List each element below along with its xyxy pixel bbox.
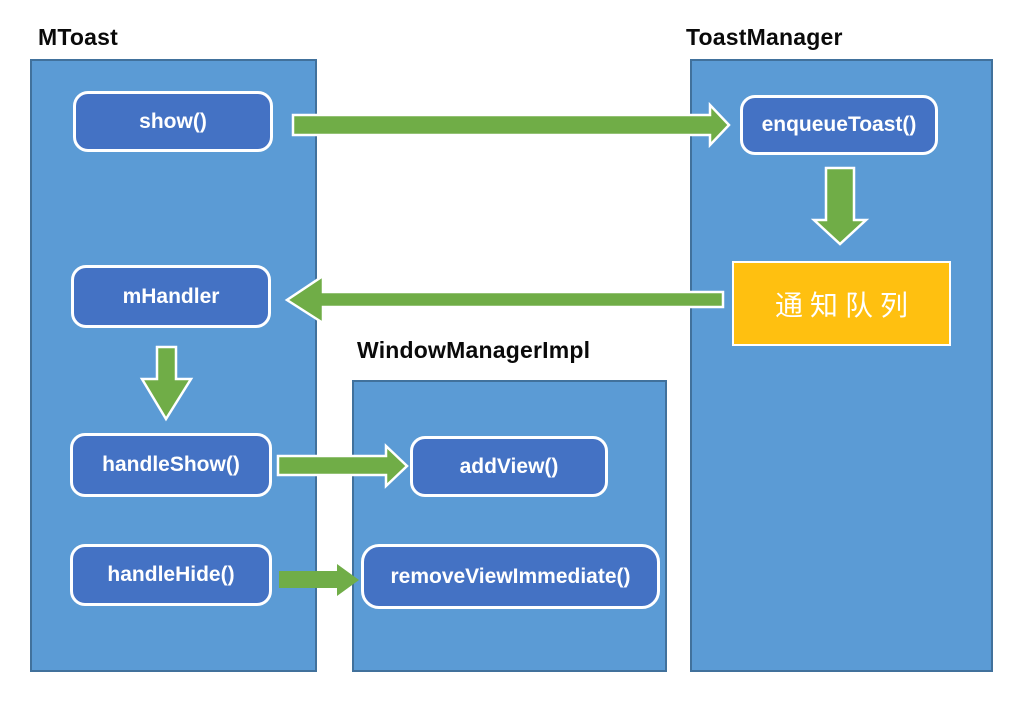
node-notification-queue: 通知队列: [732, 261, 951, 346]
toastmanager-label: ToastManager: [686, 24, 843, 50]
windowmanagerimpl-container: [352, 380, 667, 672]
node-handlehide: handleHide(): [70, 544, 272, 606]
node-show: show(): [73, 91, 273, 152]
node-enqueuetoast: enqueueToast(): [740, 95, 938, 155]
node-mhandler: mHandler: [71, 265, 271, 328]
mtoast-label: MToast: [38, 24, 118, 50]
windowmanagerimpl-label: WindowManagerImpl: [357, 337, 591, 363]
node-removeviewimmediate: removeViewImmediate(): [361, 544, 660, 609]
node-addview: addView(): [410, 436, 608, 497]
arrow-queue-to-mhandler: [284, 273, 725, 326]
node-handleshow: handleShow(): [70, 433, 272, 497]
arrow-show-to-enqueuetoast: [291, 101, 731, 149]
toastmanager-container: [690, 59, 993, 672]
